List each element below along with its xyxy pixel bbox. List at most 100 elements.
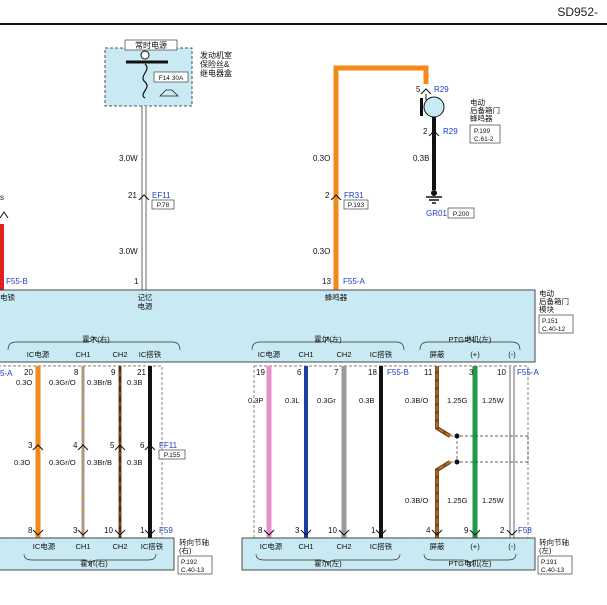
fuse-symbol-icon <box>142 63 148 99</box>
connector-chevron-icon <box>138 194 150 201</box>
col-plus: (+) <box>470 350 480 359</box>
bottom-right-name-2: (左) <box>539 545 552 555</box>
bottom-mid-group: 霍尔(左) <box>314 558 342 568</box>
ground-ref: P.200 <box>453 211 470 218</box>
ground-id: GR01 <box>426 209 447 218</box>
module-ref-frame <box>538 314 574 334</box>
buzzer-ref-frame <box>469 124 501 144</box>
pin-ef11: 21 <box>128 191 137 200</box>
pin-fr31: 2 <box>325 191 330 200</box>
splice-dot-icon <box>454 433 460 439</box>
module-name-1: 电动 <box>539 288 554 298</box>
module-label-buzzer: 蜂鸣器 <box>325 292 348 302</box>
col-ic-ground-left: IC搭铁 <box>139 349 162 359</box>
mid-wire-2: 0.3L <box>285 396 300 405</box>
splice-dot-icon <box>454 459 460 465</box>
steering-knuckle-right: IC电源 CH1 CH2 IC搭铁 霍尔(右) <box>0 537 175 571</box>
ref-ef11: P.78 <box>157 202 170 209</box>
group-hall-left: 霍尔(左) <box>314 334 342 344</box>
brace-bottom-mid <box>255 553 401 567</box>
buzzer-icon <box>423 96 445 118</box>
bottom-mid-ic-ground: IC搭铁 <box>370 541 393 551</box>
steering-knuckle-left: IC电源 CH1 CH2 IC搭铁 屏蔽 (+) (-) 霍尔(左) PTG电机… <box>241 537 536 571</box>
right-wire-bottom-3: 1.25W <box>482 496 505 505</box>
brace-ptg <box>419 335 521 351</box>
shield-frame-right <box>253 365 529 539</box>
left-edge-ov: 电锁 <box>0 292 15 302</box>
tailgate-module-frame <box>0 289 536 363</box>
buzzer-conn-top: R29 <box>434 85 449 94</box>
left-wire-top-4: 0.3B <box>127 378 142 387</box>
connector-f55a-top: F55-A <box>343 277 365 286</box>
bottom-mid-ch2: CH2 <box>336 542 351 551</box>
right-pin-top-3: 10 <box>497 368 506 377</box>
wire-label-0-3B-buzzer: 0.3B <box>413 154 429 163</box>
steering-knuckle-left-frame <box>241 537 536 571</box>
bottom-mid-ic-power: IC电源 <box>260 541 283 551</box>
module-label-memory-1: 记忆 <box>138 292 153 302</box>
buzzer-name-2: 后备箱门 <box>470 105 500 115</box>
left-wire-bottom-3: 0.3Br/B <box>87 458 112 467</box>
bottom-left-ic-power: IC电源 <box>33 541 56 551</box>
left-wire-top-1: 0.3O <box>16 378 32 387</box>
buzzer-name-3: 蜂鸣器 <box>470 113 493 123</box>
right-group-wires <box>435 366 529 538</box>
mid-pin-bottom-3: 10 <box>328 526 337 535</box>
buzzer: 5 R29 电动 后备箱门 蜂鸣器 2 R29 P.199 C.61-2 <box>416 85 501 144</box>
bottom-left-ref-frame <box>177 555 213 575</box>
connector-chevron-icon <box>420 88 432 95</box>
right-wire-top-2: 1.25G <box>447 396 468 405</box>
left-pin-top-4: 21 <box>137 368 146 377</box>
bottom-left-group: 霍尔(右) <box>80 558 108 568</box>
right-pin-bottom-1: 4 <box>426 526 431 535</box>
bottom-minus: (-) <box>508 542 516 551</box>
left-mid-pin-2: 4 <box>73 441 78 450</box>
fuse-box-title-frame <box>124 39 178 51</box>
bottom-right-ref-frame <box>537 555 573 575</box>
left-edge-s: s <box>0 193 4 202</box>
mid-wire-4: 0.3B <box>359 396 374 405</box>
buzzer-pin-bottom: 2 <box>423 127 428 136</box>
right-wire-bottom-2: 1.25G <box>447 496 468 505</box>
left-mid-pin-3: 5 <box>110 441 115 450</box>
right-wire-top-1: 0.3B/O <box>405 396 429 405</box>
col-shield: 屏蔽 <box>430 349 445 359</box>
mid-pin-top-1: 19 <box>256 368 265 377</box>
left-pin-top-3: 9 <box>111 368 116 377</box>
col-ic-power-mid: IC电源 <box>258 349 281 359</box>
left-mid-pin-4: 6 <box>140 441 145 450</box>
col-ic-ground-mid: IC搭铁 <box>370 349 393 359</box>
group-hall-right: 霍尔(右) <box>82 334 110 344</box>
left-wire-bottom-4: 0.3B <box>127 458 142 467</box>
pin-13: 13 <box>322 277 331 286</box>
brace-bottom-left <box>23 553 157 567</box>
diagram-code: SD952- <box>557 5 598 19</box>
wire-label-3-0W-upper: 3.0W <box>119 154 138 163</box>
bottom-right-name-1: 转向节轴 <box>539 537 569 547</box>
wire-0-3O <box>333 65 429 290</box>
mid-wire-1: 0.3P <box>248 396 263 405</box>
bottom-plus: (+) <box>470 542 480 551</box>
mid-pin-bottom-2: 3 <box>295 526 300 535</box>
left-wire-bottom-2: 0.3Gr/O <box>49 458 76 467</box>
module-name-3: 模块 <box>539 304 554 314</box>
right-wire-bottom-1: 0.3B/O <box>405 496 429 505</box>
bottom-right-ref-2: C.40-13 <box>541 567 565 574</box>
ref-fr31: P.193 <box>348 202 365 209</box>
left-wire-top-3: 0.3Br/B <box>87 378 112 387</box>
fuse-rating-frame <box>153 71 189 83</box>
left-mid-ref: P.155 <box>164 452 181 459</box>
fuse-box-name-1: 发动机室 <box>200 50 232 60</box>
bottom-left-ch1: CH1 <box>75 542 90 551</box>
connector-chevron-icon <box>263 529 387 536</box>
bottom-right-group: PTG电机(左) <box>449 558 492 568</box>
connector-chevron-icon <box>32 529 156 536</box>
ref-ef11-frame <box>151 199 175 210</box>
fuse-rating: F14 30A <box>159 75 184 82</box>
connector-chevron-icon <box>32 444 156 451</box>
bottom-left-ch2: CH2 <box>112 542 127 551</box>
buzzer-ref-1: P.199 <box>474 128 491 135</box>
fuse-box-name-2: 保险丝& <box>200 59 230 69</box>
